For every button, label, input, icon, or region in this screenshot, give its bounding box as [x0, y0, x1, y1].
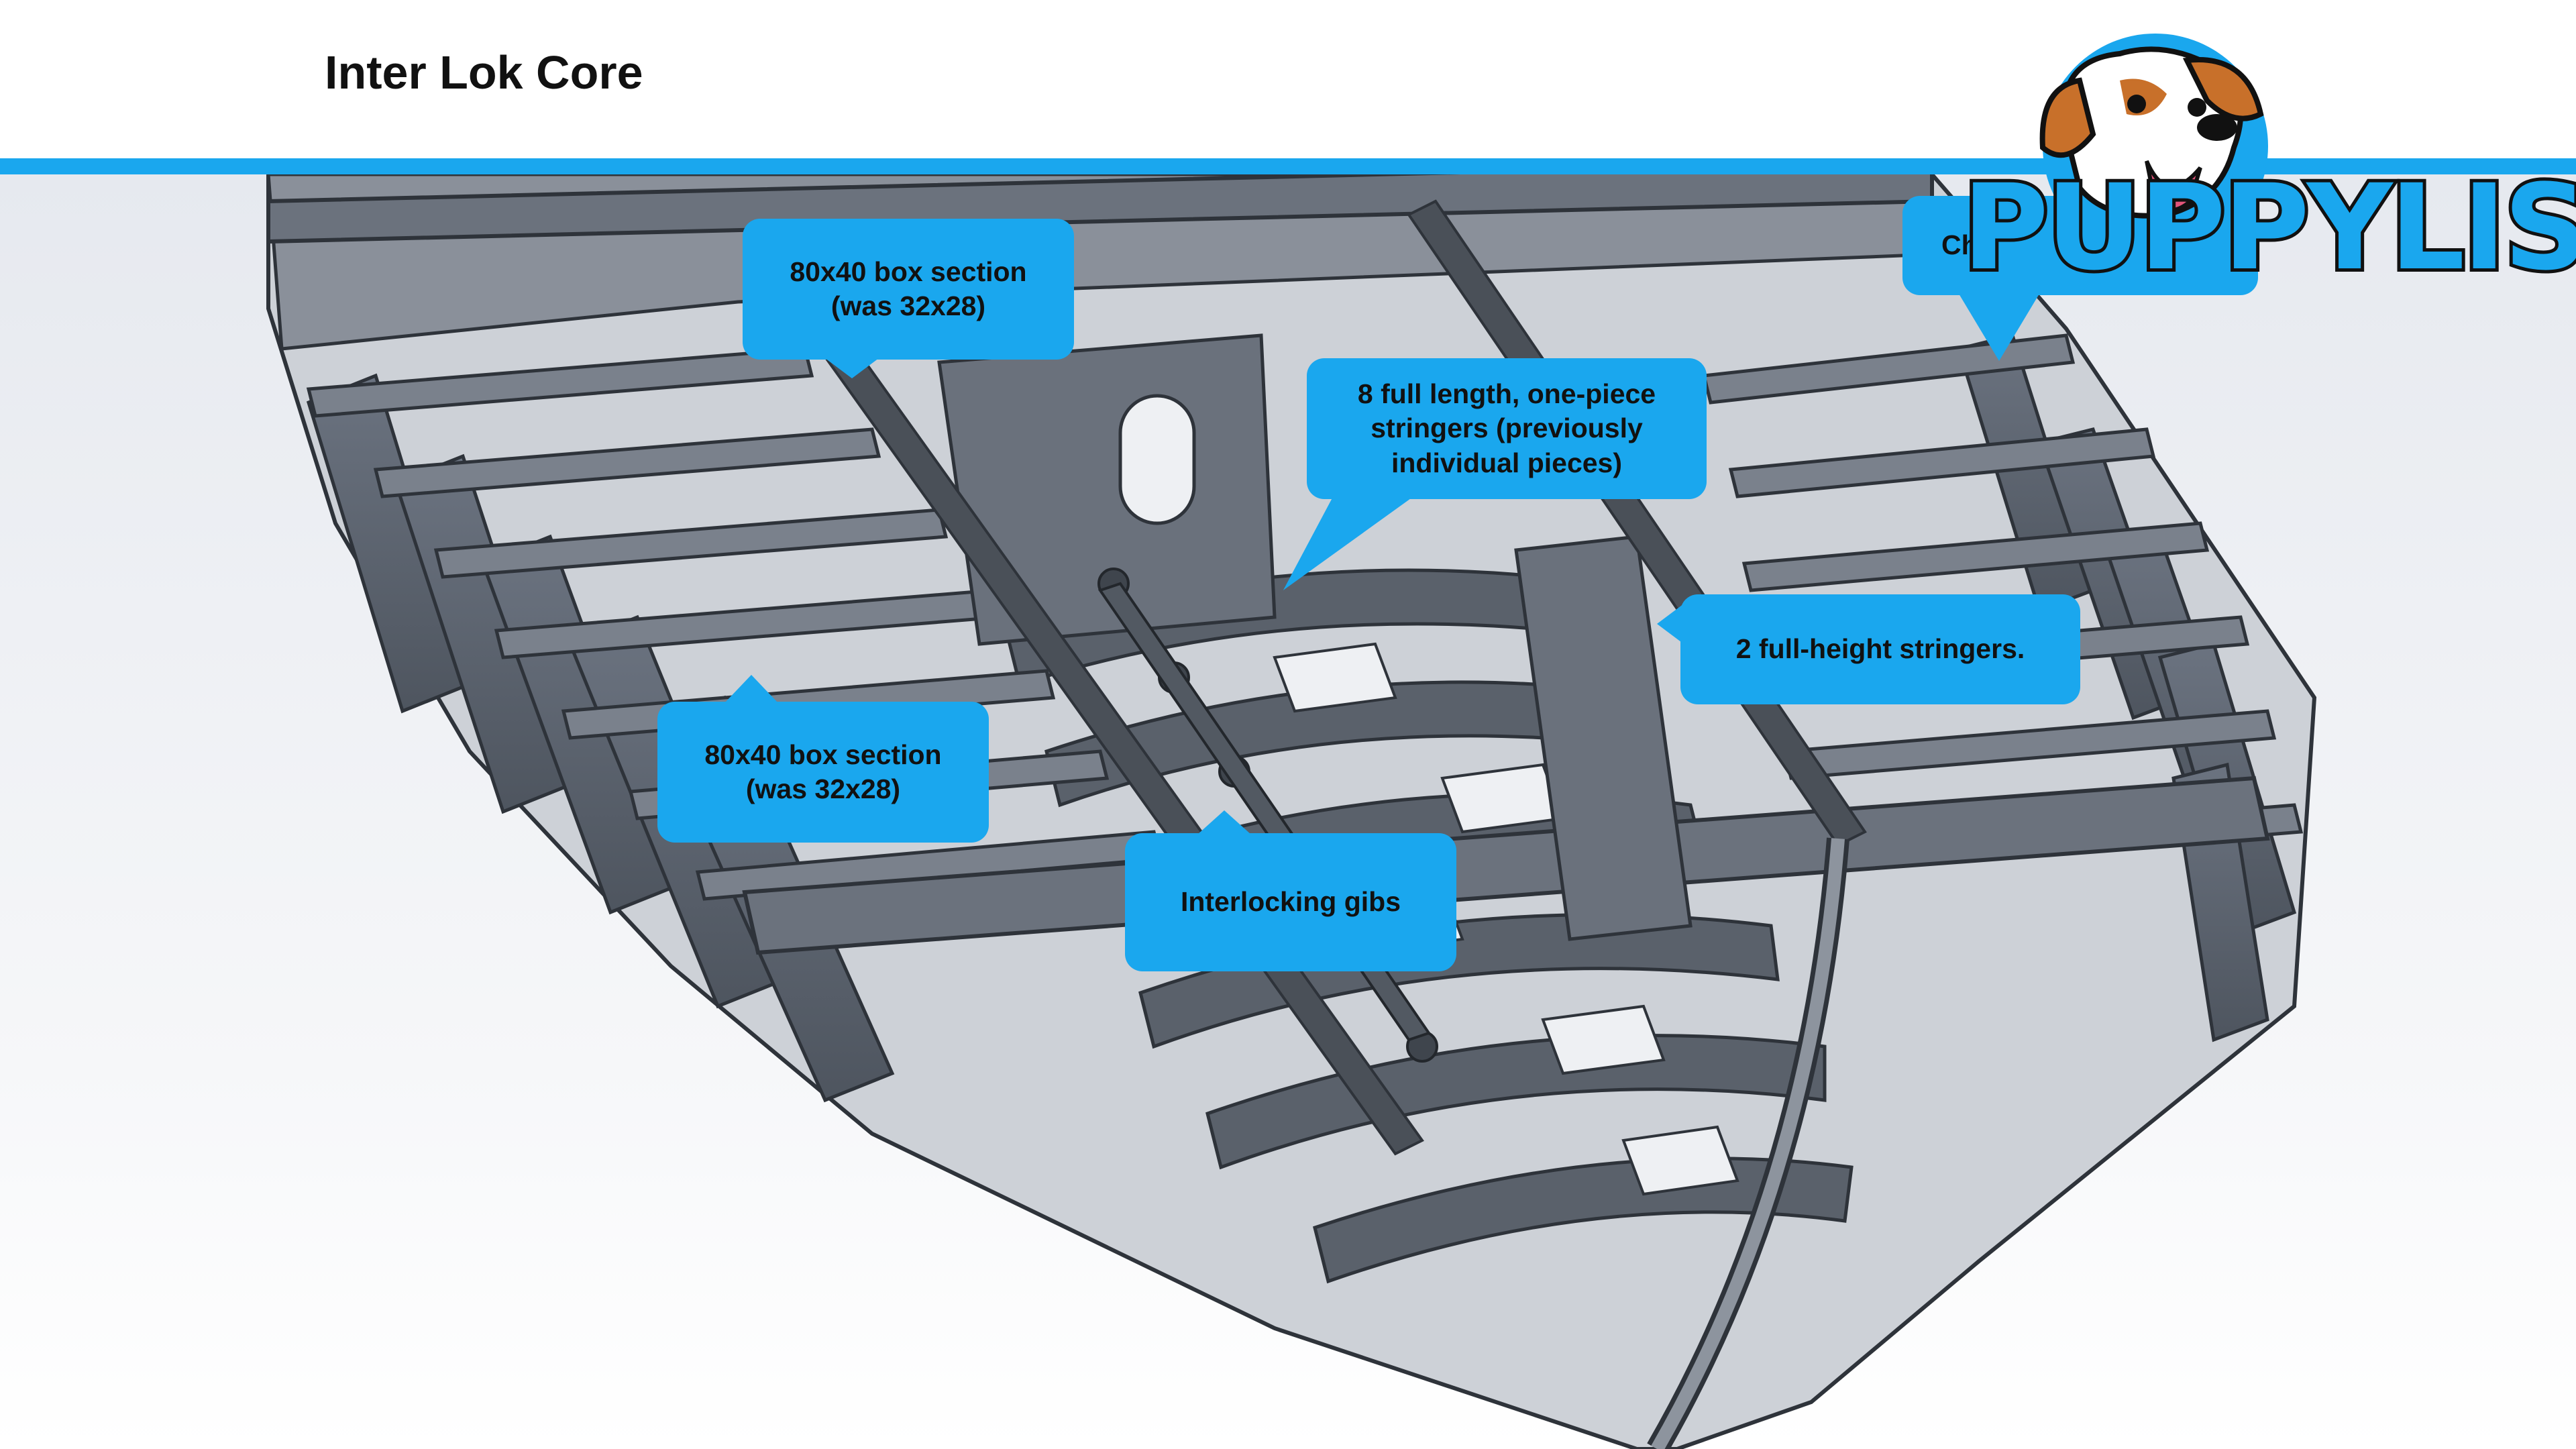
hull-frame-render: [0, 174, 2576, 1449]
plate-opening: [1118, 394, 1196, 525]
dog-mascot-icon: [2039, 34, 2268, 259]
full-height-stringers: [937, 333, 1693, 941]
logo-wordmark: PUPPYLIST: [1959, 159, 2576, 297]
callout-stringers-2: 2 full-height stringers.: [1680, 594, 2080, 704]
callout-box-section-top: 80x40 box section (was 32x28): [743, 219, 1074, 360]
callout-tail: [825, 358, 879, 378]
page-title: Inter Lok Core: [325, 46, 643, 99]
hull-frame-illustration: [266, 174, 2317, 1449]
keel-tube-highlight: [1651, 838, 1845, 1449]
longitudinal-stringers-left: [306, 347, 1163, 901]
callout-box-section-lower: 80x40 box section (was 32x28): [657, 702, 989, 843]
callout-tail: [724, 675, 778, 703]
callout-stringers-8: 8 full length, one-piece stringers (prev…: [1307, 358, 1707, 499]
callout-tail: [1197, 810, 1251, 835]
callout-tail: [1657, 604, 1684, 644]
callout-gibs: Interlocking gibs: [1125, 833, 1456, 971]
callout-tail: [1959, 294, 2039, 361]
